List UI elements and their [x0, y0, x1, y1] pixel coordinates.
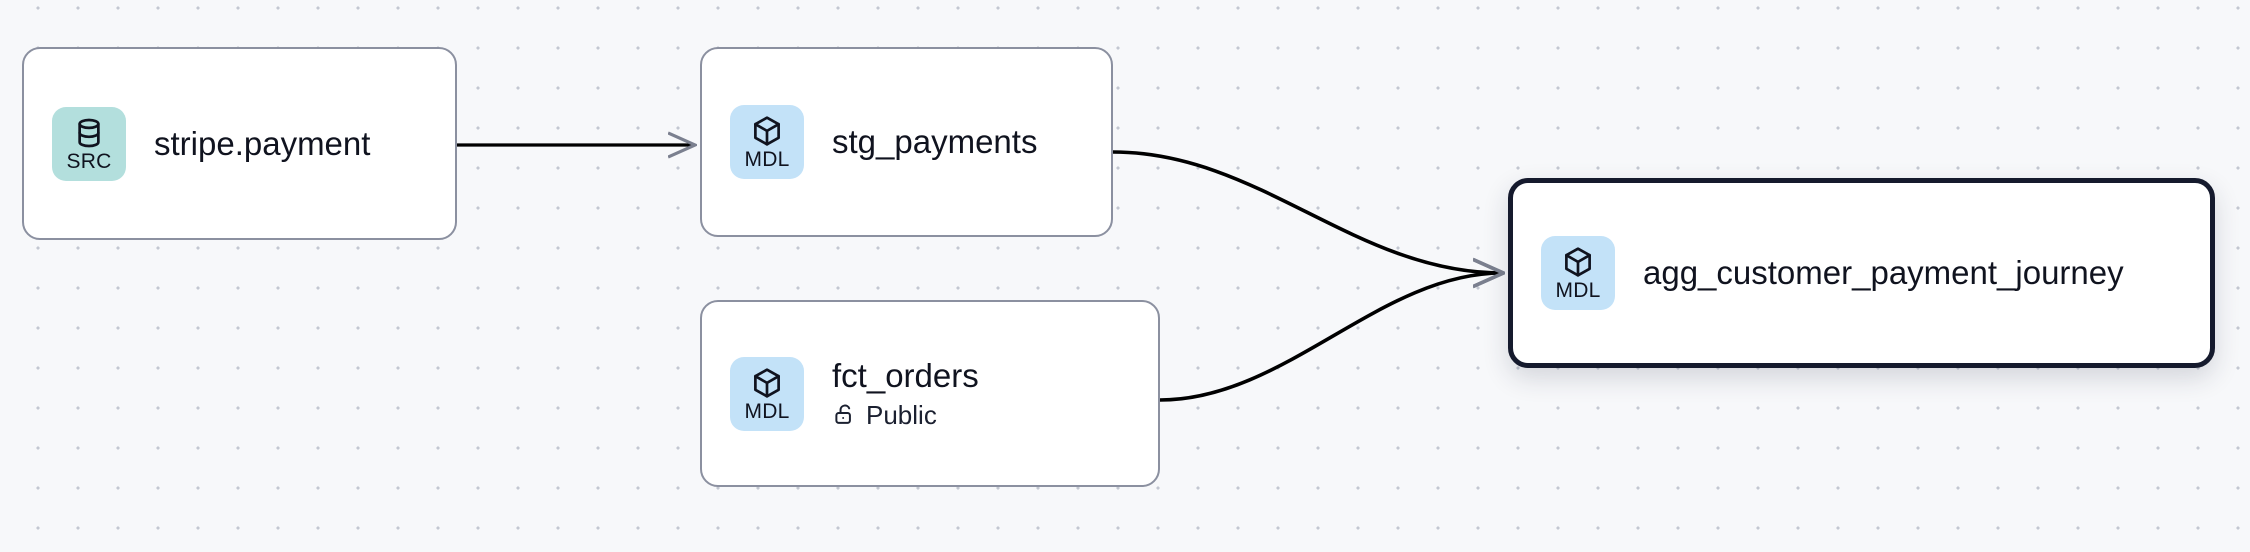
cube-icon: [754, 116, 780, 146]
visibility-label: Public: [866, 399, 937, 430]
database-icon: [78, 118, 100, 147]
node-labels: agg_customer_payment_journey: [1643, 253, 2124, 293]
node-type-badge-mdl: MDL: [730, 105, 804, 179]
badge-label: MDL: [744, 148, 790, 171]
badge-label: MDL: [1555, 279, 1601, 302]
node-visibility: Public: [832, 398, 979, 432]
node-title: fct_orders: [832, 356, 979, 394]
cube-icon: [1565, 247, 1591, 277]
edge-stg-to-agg: [1112, 150, 1502, 273]
node-type-badge-mdl: MDL: [730, 356, 804, 431]
node-labels: fct_orders Public: [832, 356, 979, 432]
node-stripe-payment[interactable]: SRC stripe.payment: [22, 47, 457, 240]
node-type-badge-mdl: MDL: [1541, 236, 1615, 310]
node-labels: stripe.payment: [154, 124, 370, 164]
node-fct-orders[interactable]: MDL fct_orders Public: [700, 300, 1160, 487]
cube-icon: [754, 367, 780, 398]
node-type-badge-src: SRC: [52, 106, 126, 181]
unlock-icon: [835, 404, 851, 424]
node-title: agg_customer_payment_journey: [1643, 254, 2124, 291]
node-stg-payments[interactable]: MDL stg_payments: [700, 47, 1113, 237]
node-title: stg_payments: [832, 123, 1038, 160]
edge-fct-to-agg: [1159, 273, 1502, 402]
badge-label: MDL: [744, 399, 790, 423]
node-title: stripe.payment: [154, 124, 371, 162]
node-labels: stg_payments: [832, 122, 1037, 162]
badge-label: SRC: [66, 149, 112, 173]
node-agg-customer-payment-journey[interactable]: MDL agg_customer_payment_journey: [1508, 178, 2215, 368]
